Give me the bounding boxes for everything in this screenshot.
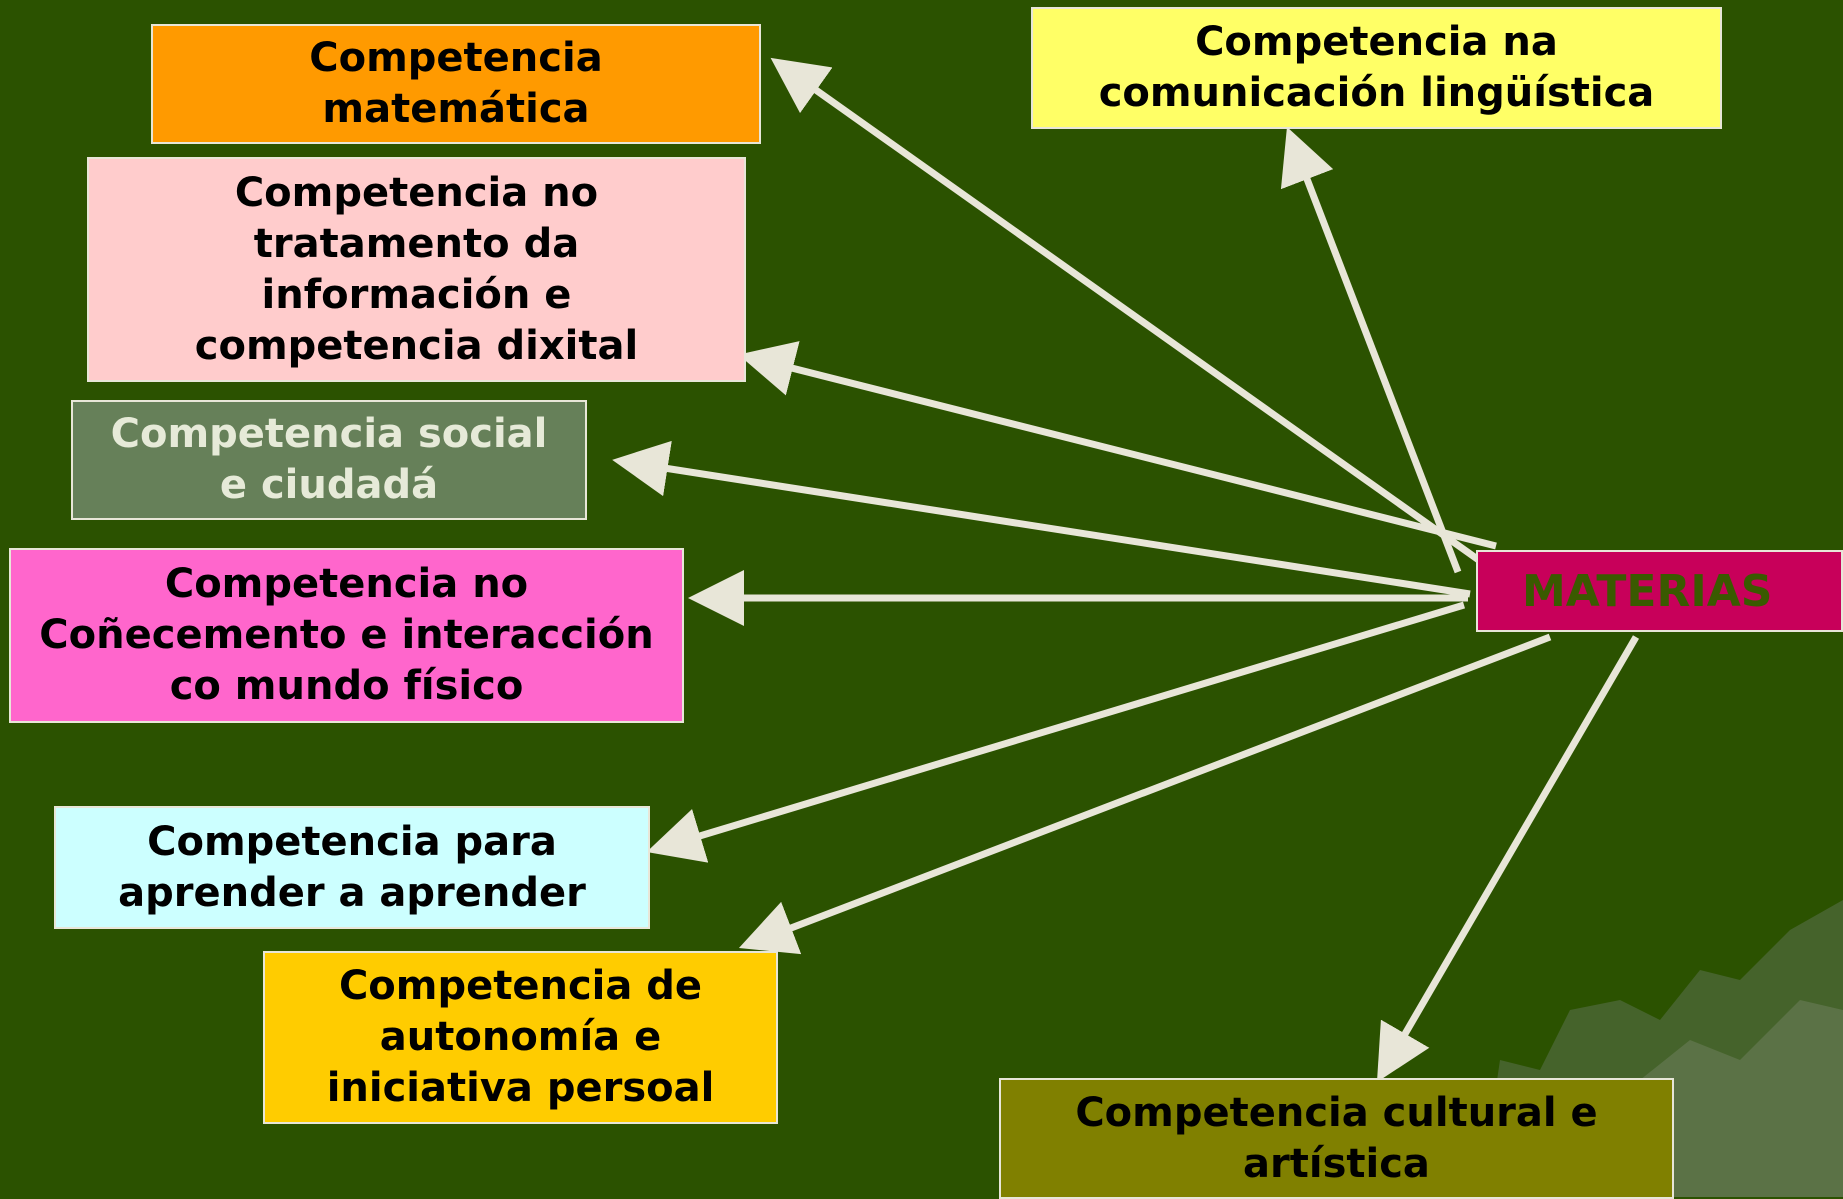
cultural-line-1: Competencia cultural e xyxy=(1075,1089,1598,1136)
competencia-aprender-box: Competencia para aprender a aprender xyxy=(54,806,650,929)
cultural-line-2: artística xyxy=(1243,1140,1430,1187)
mundo-line-3: co mundo físico xyxy=(169,663,524,709)
competencia-autonomia-box: Competencia de autonomía e iniciativa pe… xyxy=(263,951,778,1124)
arrow-to-autonomia xyxy=(738,633,1552,955)
arrow-to-matematica xyxy=(770,57,1493,571)
arrow-to-linguistica xyxy=(1280,126,1462,574)
dixital-line-1: Competencia no xyxy=(234,169,599,216)
competencia-mundo-box: Competencia no Coñecemento e interacción… xyxy=(9,548,684,723)
materias-node: MATERIAS xyxy=(1476,550,1843,632)
arrow-to-aprender xyxy=(646,601,1466,863)
competencia-social-box: Competencia social e ciudadá xyxy=(71,400,587,520)
aprender-line-2: aprender a aprender xyxy=(118,869,586,916)
competencia-matematica-box: Competencia matemática xyxy=(151,24,761,144)
social-line-2: e ciudadá xyxy=(219,462,439,508)
arrow-to-dixital xyxy=(738,341,1497,550)
competencia-cultural-box: Competencia cultural e artística xyxy=(999,1078,1674,1199)
mundo-line-2: Coñecemento e interacción xyxy=(39,612,654,658)
dixital-line-2: tratamento da xyxy=(253,220,580,267)
social-line-1: Competencia social xyxy=(110,411,548,457)
matematica-line-1: Competencia xyxy=(309,35,603,81)
autonomia-line-1: Competencia de xyxy=(338,963,703,1009)
dixital-line-3: información e xyxy=(261,271,572,318)
mundo-line-1: Competencia no xyxy=(164,561,529,607)
linguistica-line-2: comunicación lingüística xyxy=(1098,70,1655,116)
dixital-line-4: competencia dixital xyxy=(194,322,639,369)
autonomia-line-2: autonomía e xyxy=(379,1014,662,1060)
linguistica-line-1: Competencia na xyxy=(1195,19,1558,65)
materias-label: MATERIAS xyxy=(1522,565,1773,617)
competencia-linguistica-box: Competencia na comunicación lingüística xyxy=(1031,7,1722,129)
matematica-line-2: matemática xyxy=(322,86,590,132)
competencia-dixital-box: Competencia no tratamento da información… xyxy=(87,157,746,382)
arrow-to-cultural xyxy=(1376,635,1640,1083)
aprender-line-1: Competencia para xyxy=(147,818,557,865)
arrow-to-social xyxy=(612,440,1471,598)
autonomia-line-3: iniciativa persoal xyxy=(326,1065,715,1111)
